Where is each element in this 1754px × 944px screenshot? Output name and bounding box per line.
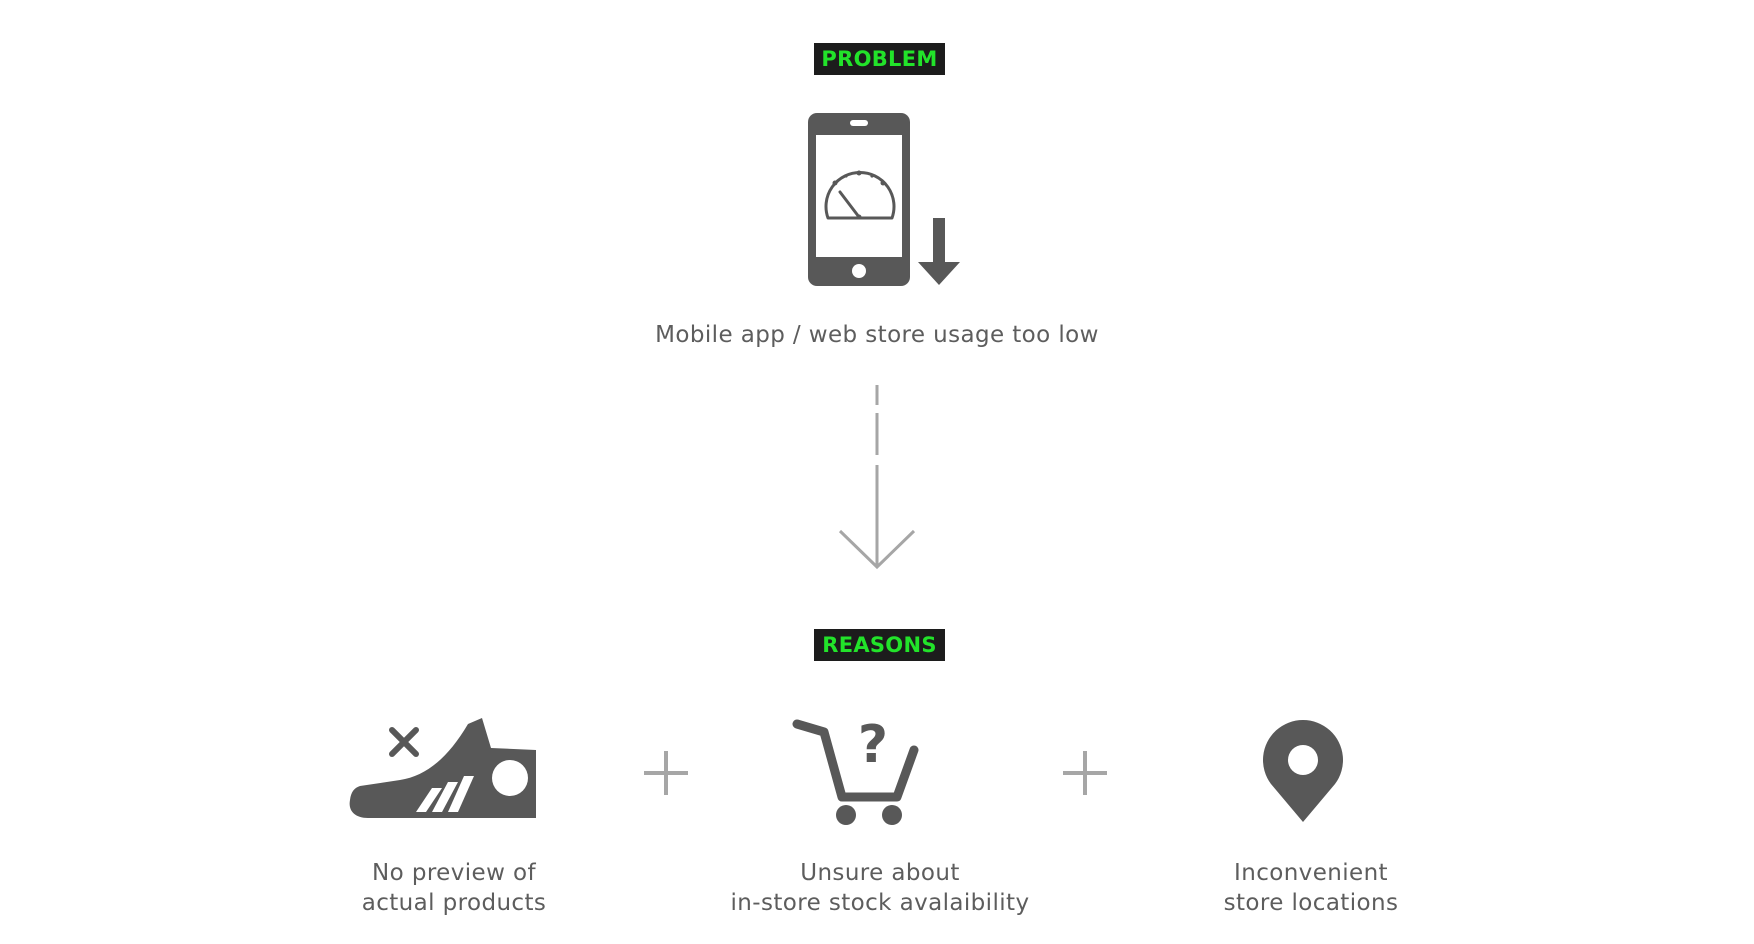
reason-caption-locations: Inconvenient store locations [1121, 858, 1501, 918]
reason-caption-preview: No preview of actual products [264, 858, 644, 918]
plus-icon [644, 751, 688, 795]
reason-caption-line: Inconvenient [1234, 860, 1388, 886]
plus-icon [1063, 751, 1107, 795]
problem-tag: PROBLEM [814, 43, 945, 75]
map-pin-icon [1263, 720, 1343, 822]
shoe-x-icon [349, 718, 536, 818]
question-mark-glyph: ? [858, 715, 888, 775]
problem-caption: Mobile app / web store usage too low [655, 322, 1099, 348]
reason-caption-line: No preview of [372, 860, 536, 886]
reason-caption-line: store locations [1223, 890, 1399, 916]
reason-caption-line: in-store stock avalaibility [730, 890, 1030, 916]
reason-caption-stock: Unsure about in-store stock avalaibility [690, 858, 1070, 918]
cart-question-icon: ? [792, 715, 919, 825]
reason-caption-line: Unsure about [800, 860, 960, 886]
reasons-tag: REASONS [814, 629, 945, 661]
down-arrow-connector [838, 385, 916, 570]
phone-speedometer-icon [808, 113, 960, 286]
reason-caption-line: actual products [361, 890, 547, 916]
